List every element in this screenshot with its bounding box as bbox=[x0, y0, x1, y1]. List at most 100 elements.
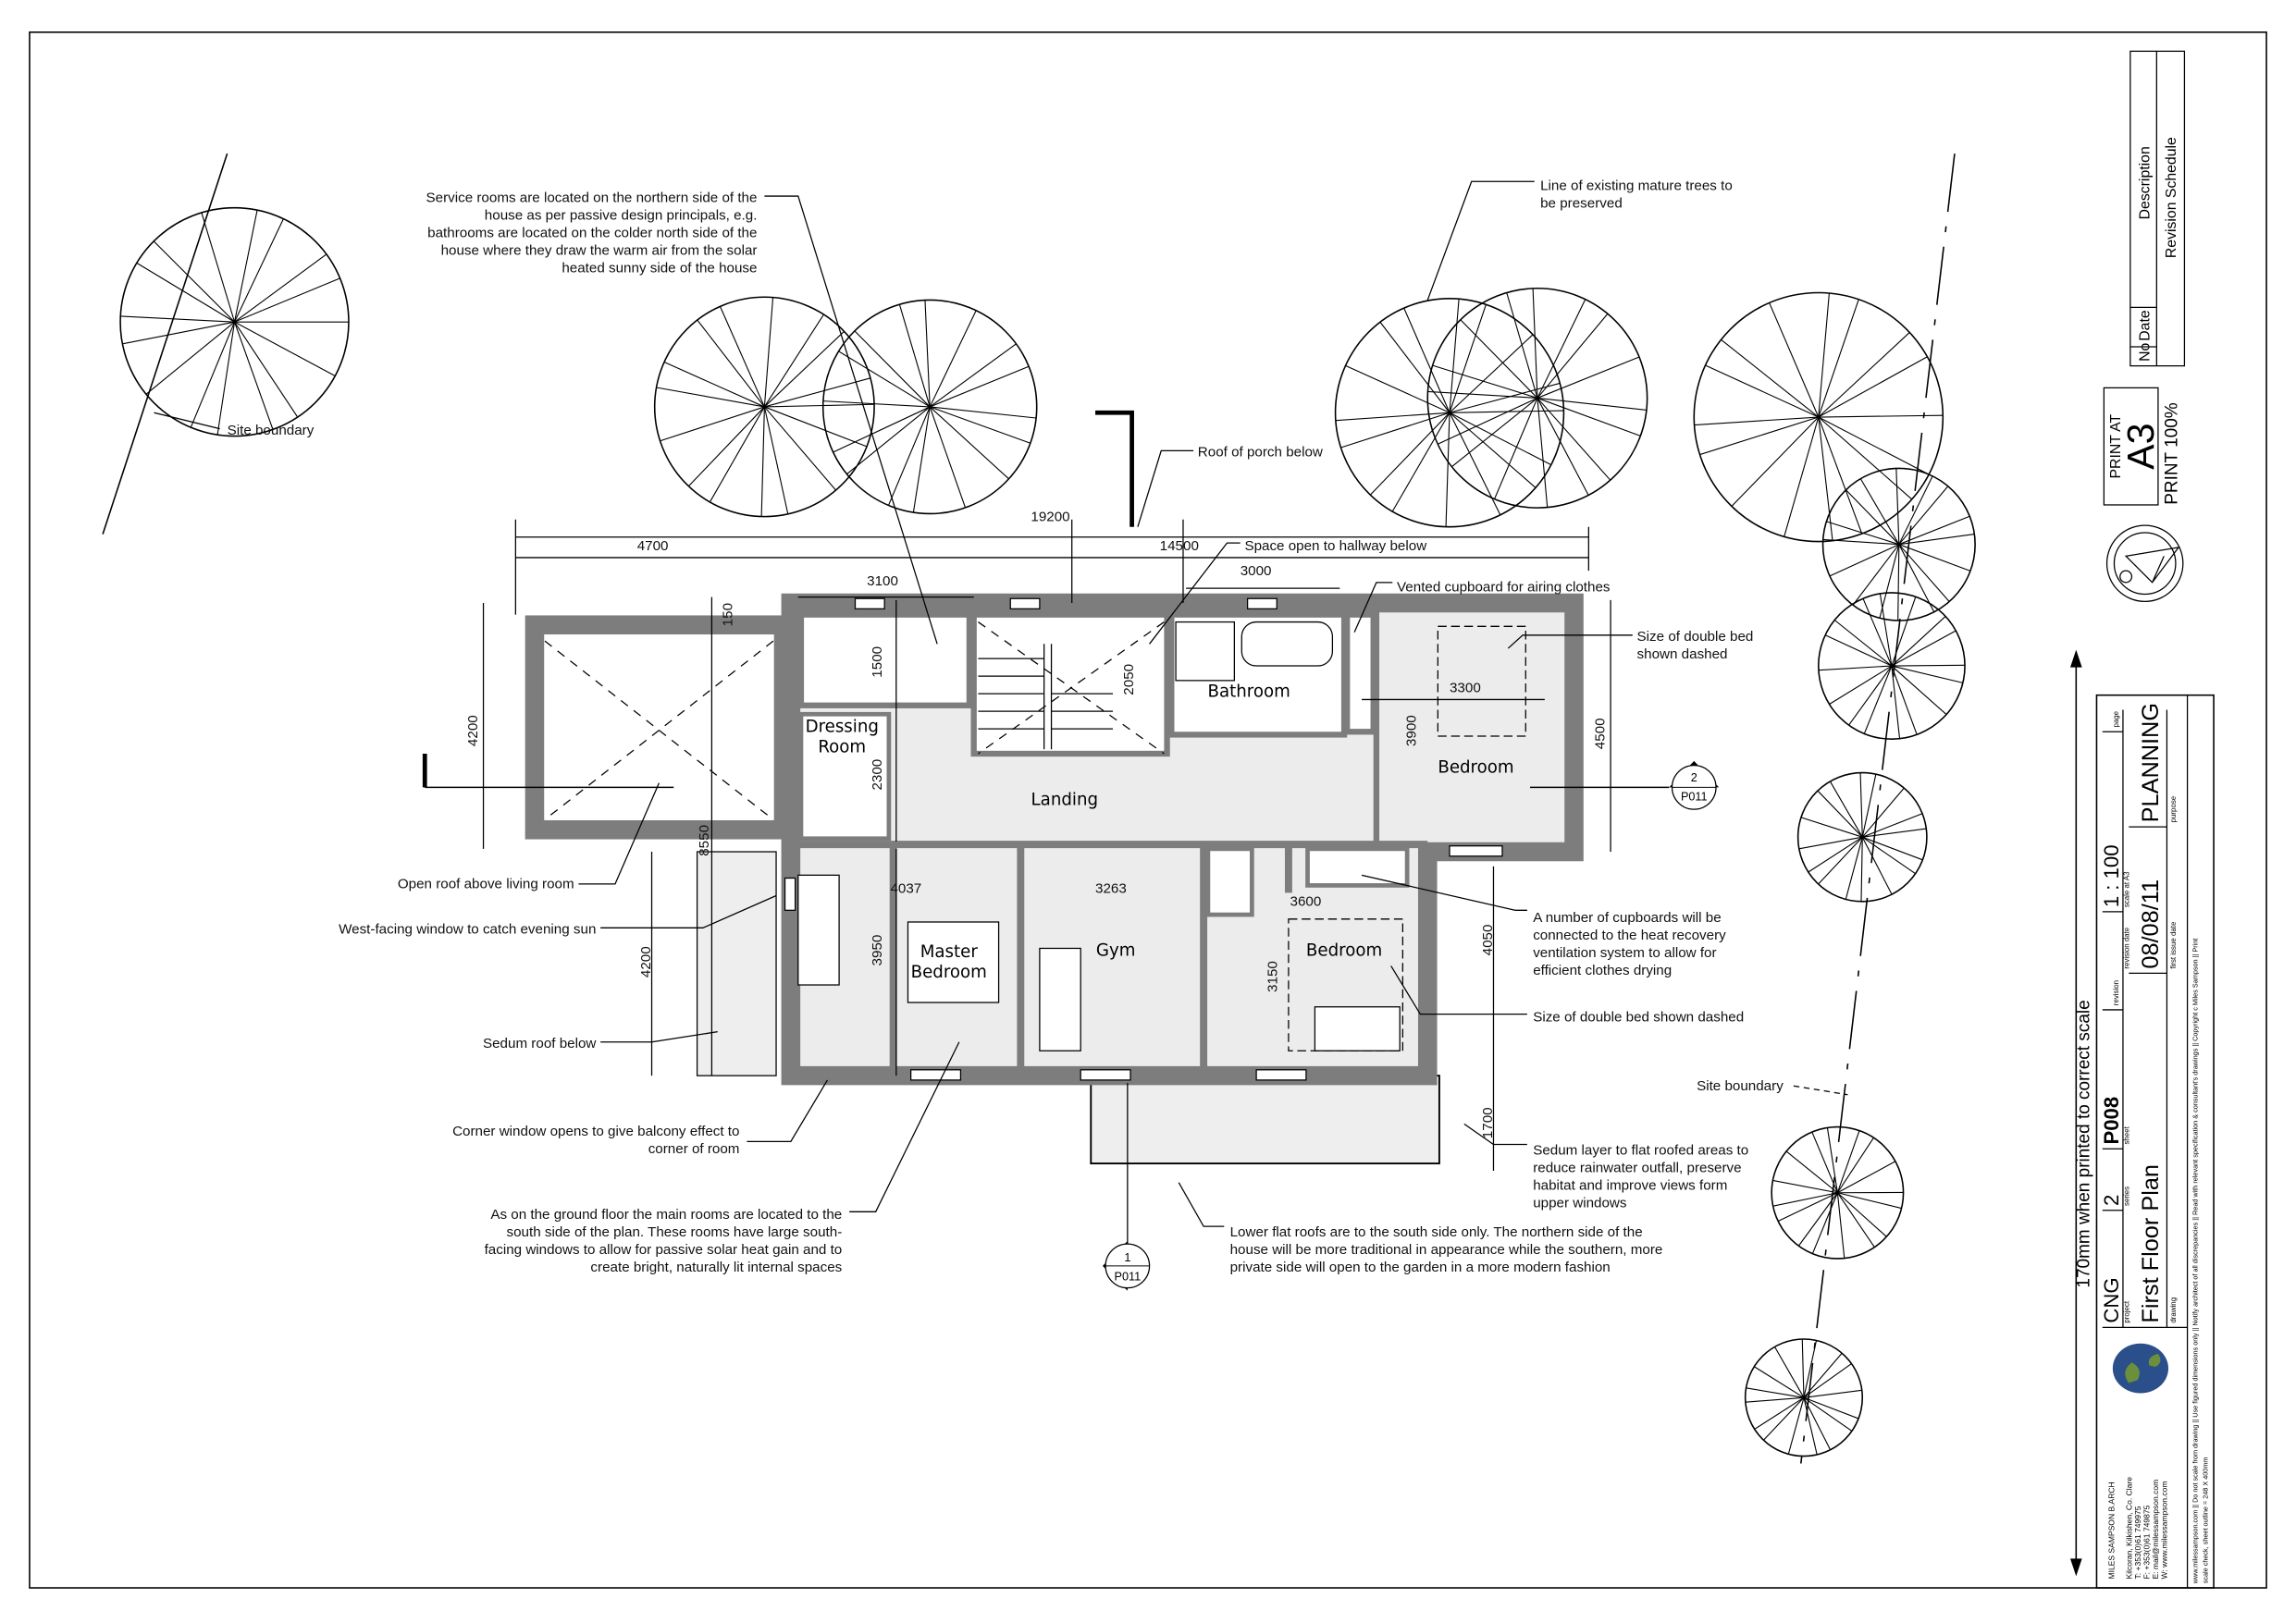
globe-logo bbox=[2112, 1343, 2169, 1394]
annotation-double-bed-2: Size of double bed shown dashed bbox=[1533, 1010, 1744, 1026]
site-boundary-line-right bbox=[1800, 154, 1956, 1464]
revision-schedule: No Date Description Revision Schedule bbox=[2129, 50, 2186, 367]
revision-col-no: No bbox=[2137, 342, 2153, 361]
dim-wall-150: 150 bbox=[721, 603, 736, 626]
footer-line-2: scale check, sheet outline = 248 X 400mm bbox=[2202, 1457, 2210, 1584]
annotation-lower-roofs-2: house will be more traditional in appear… bbox=[1230, 1242, 1663, 1258]
annotation-site-boundary-left: Site boundary bbox=[228, 423, 315, 438]
north-arrow-icon bbox=[2105, 524, 2184, 603]
address-line-3: F: +353(0)61 749875 bbox=[2142, 1505, 2151, 1579]
tree-symbol bbox=[1693, 291, 1944, 543]
print-size: A3 bbox=[2119, 424, 2162, 470]
dim-stair-2050: 2050 bbox=[1121, 664, 1137, 695]
site-boundary-line-left bbox=[102, 153, 228, 535]
annotation-lower-roofs-1: Lower flat roofs are to the south side o… bbox=[1230, 1224, 1643, 1240]
sedum-roof-west bbox=[696, 851, 777, 1076]
master-bed bbox=[907, 921, 1000, 1003]
stair-void-cross bbox=[978, 621, 1165, 755]
annotation-space-open: Space open to hallway below bbox=[1244, 538, 1426, 554]
section-marker-1: 1 P011 bbox=[1102, 1240, 1151, 1291]
room-label-bedroom-east: Bedroom bbox=[1438, 758, 1513, 778]
annotation-service-rooms-4: house where they draw the warm air from … bbox=[441, 242, 758, 258]
dim-overall: 19200 bbox=[1031, 509, 1069, 524]
shower-tray bbox=[1175, 621, 1236, 682]
tree-symbol bbox=[1817, 592, 1966, 740]
annotation-site-boundary-right: Site boundary bbox=[1697, 1078, 1784, 1094]
tree-symbol bbox=[653, 296, 875, 518]
porch-roof-marker bbox=[1095, 410, 1134, 527]
title-block: MILES SAMPSON B.ARCH Kilcoran, Kilkishen… bbox=[2095, 694, 2215, 1589]
tree-symbol bbox=[821, 299, 1038, 515]
dimension-lines bbox=[482, 519, 1611, 1245]
room-label-master-2: Bedroom bbox=[911, 963, 987, 982]
tree-symbol bbox=[1771, 1125, 1905, 1260]
annotation-sedum-layer-3: habitat and improve views form bbox=[1533, 1178, 1727, 1194]
drawing-title: First Floor Plan bbox=[2138, 1164, 2164, 1323]
annotation-service-rooms-5: heated sunny side of the house bbox=[562, 260, 757, 276]
annotation-main-rooms-4: create bright, naturally lit internal sp… bbox=[590, 1260, 842, 1275]
dim-roof-1700: 1700 bbox=[1480, 1107, 1496, 1138]
dim-master-4037: 4037 bbox=[890, 880, 921, 896]
scale-check-text: 170mm when printed to correct scale bbox=[2075, 1000, 2094, 1287]
annotation-sedum-layer-4: upper windows bbox=[1533, 1196, 1627, 1211]
annotation-service-rooms-2: house as per passive design principals, … bbox=[485, 207, 758, 223]
page-label: page bbox=[2112, 710, 2120, 727]
scale-label: scale at A3 bbox=[2122, 871, 2130, 907]
room-label-gym: Gym bbox=[1096, 941, 1136, 960]
tree-symbol bbox=[1821, 467, 1976, 621]
section-marker-2-sheet: P011 bbox=[1681, 791, 1708, 804]
sheet-label: sheet bbox=[2122, 1125, 2130, 1144]
dim-sedum-8550: 8550 bbox=[697, 825, 712, 856]
room-label-bedroom-south: Bedroom bbox=[1306, 941, 1382, 960]
annotation-service-rooms-1: Service rooms are located on the norther… bbox=[426, 190, 758, 205]
annotation-cupboards-4: efficient clothes drying bbox=[1533, 963, 1672, 978]
dim-bedroom-3600: 3600 bbox=[1290, 894, 1322, 910]
print-at-a3: PRINT AT A3 PRINT 100% bbox=[2103, 387, 2182, 506]
dim-dressing-width: 3100 bbox=[867, 573, 898, 589]
series-label: series bbox=[2122, 1187, 2130, 1206]
annotation-cupboards-1: A number of cupboards will be bbox=[1533, 910, 1721, 926]
annotation-open-roof: Open roof above living room bbox=[398, 877, 574, 892]
dim-living-depth: 4200 bbox=[465, 715, 481, 746]
bath-tub bbox=[1241, 621, 1334, 667]
room-label-dressing: Dressing bbox=[806, 717, 879, 736]
dim-sedum-4200: 4200 bbox=[638, 946, 654, 977]
address-line-2: T: +353(0)61 749975 bbox=[2133, 1506, 2142, 1579]
annotation-west-window: West-facing window to catch evening sun bbox=[339, 922, 596, 938]
annotation-cupboards-2: connected to the heat recovery bbox=[1533, 928, 1726, 943]
internal-walls-south bbox=[790, 841, 1428, 1076]
annotation-corner-window-1: Corner window opens to give balcony effe… bbox=[452, 1124, 739, 1139]
cupboard-1 bbox=[1205, 846, 1254, 917]
sedum-roof-south bbox=[1090, 1075, 1440, 1165]
tree-symbol bbox=[1796, 771, 1928, 903]
project-code: CNG bbox=[2100, 1277, 2123, 1322]
annotation-lower-roofs-3: private side will open to the garden in … bbox=[1230, 1260, 1611, 1275]
drawing-label: drawing bbox=[2169, 1297, 2178, 1323]
wardrobe bbox=[797, 874, 840, 986]
living-room-void bbox=[525, 615, 794, 840]
revision-col-date: Date bbox=[2137, 310, 2153, 341]
scale-value: 1 : 100 bbox=[2100, 844, 2123, 907]
annotation-roof-porch: Roof of porch below bbox=[1198, 445, 1323, 461]
annotation-main-rooms-3: facing windows to allow for passive sola… bbox=[485, 1242, 843, 1258]
first-issue-date: 08/08/11 bbox=[2138, 879, 2164, 969]
cupboard-2 bbox=[1305, 846, 1410, 888]
room-label-master: Master bbox=[920, 942, 979, 962]
annotation-main-rooms-1: As on the ground floor the main rooms ar… bbox=[490, 1207, 842, 1223]
address-line-4: E: mail@milessampson.com bbox=[2151, 1480, 2160, 1580]
dressing-room bbox=[798, 711, 892, 842]
annotation-corner-window-2: corner of room bbox=[648, 1141, 740, 1157]
dim-gym-3263: 3263 bbox=[1095, 880, 1127, 896]
print-at-label: PRINT AT bbox=[2108, 413, 2124, 478]
revision-label: revision bbox=[2112, 980, 2120, 1005]
dim-bedroom-3150: 3150 bbox=[1265, 961, 1280, 992]
address-line-1: Kilcoran, Kilkishen, Co. Clare bbox=[2124, 1477, 2133, 1580]
annotation-double-bed-1a: Size of double bed bbox=[1637, 629, 1754, 645]
room-label-dressing-2: Room bbox=[818, 737, 866, 756]
tree-symbol bbox=[1744, 1338, 1864, 1457]
section-marker-2-number: 2 bbox=[1691, 771, 1697, 784]
dim-east-depth: 4500 bbox=[1593, 718, 1609, 749]
scale-check-bar: 170mm when printed to correct scale bbox=[2069, 649, 2094, 1577]
section-marker-2: 2 P011 bbox=[1530, 760, 1720, 810]
